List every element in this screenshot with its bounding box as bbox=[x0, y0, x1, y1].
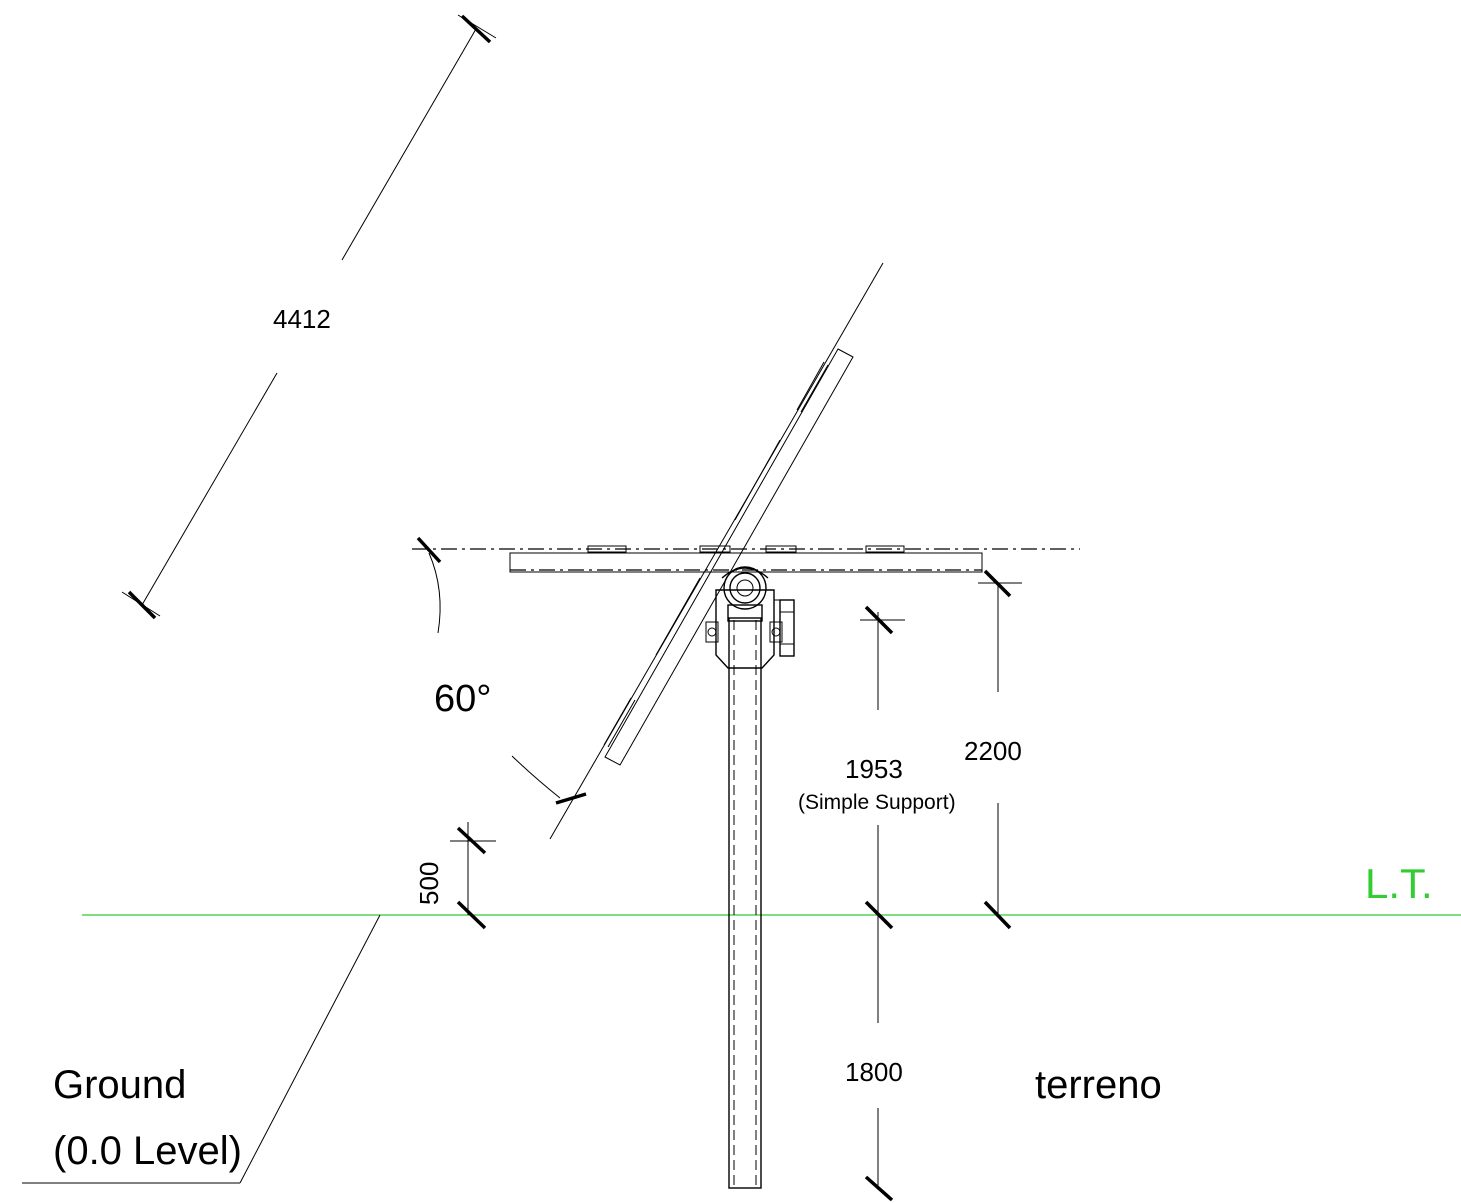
dimension-simple-support bbox=[860, 605, 905, 930]
tilt-angle-label: 60° bbox=[434, 678, 491, 720]
ground-leader bbox=[22, 914, 381, 1184]
dimension-simple-support-label: 1953 bbox=[845, 754, 903, 784]
dimension-pivot-height-label: 2200 bbox=[964, 736, 1022, 766]
terrain-word-label: terreno bbox=[1035, 1063, 1162, 1107]
pivot-drive-head bbox=[705, 566, 795, 669]
post bbox=[728, 617, 762, 1189]
dimension-panel-length bbox=[121, 14, 497, 620]
dimension-embedment bbox=[864, 915, 894, 1202]
ground-label-line1: Ground bbox=[53, 1063, 186, 1107]
dimension-simple-support-note: (Simple Support) bbox=[798, 791, 956, 814]
ground-label-line2: (0.0 Level) bbox=[53, 1129, 242, 1173]
dimension-min-clearance-label: 500 bbox=[414, 862, 444, 905]
dimension-min-clearance bbox=[450, 822, 496, 930]
dimension-embedment-label: 1800 bbox=[845, 1057, 903, 1087]
tilt-angle-arc bbox=[428, 552, 441, 634]
terrain-line-label: L.T. bbox=[1365, 860, 1433, 907]
dimension-panel-length-label: 4412 bbox=[273, 304, 331, 334]
module-table-tilted bbox=[549, 262, 884, 840]
dimension-pivot-height bbox=[978, 569, 1022, 930]
module-table-horizontal bbox=[412, 545, 1080, 573]
